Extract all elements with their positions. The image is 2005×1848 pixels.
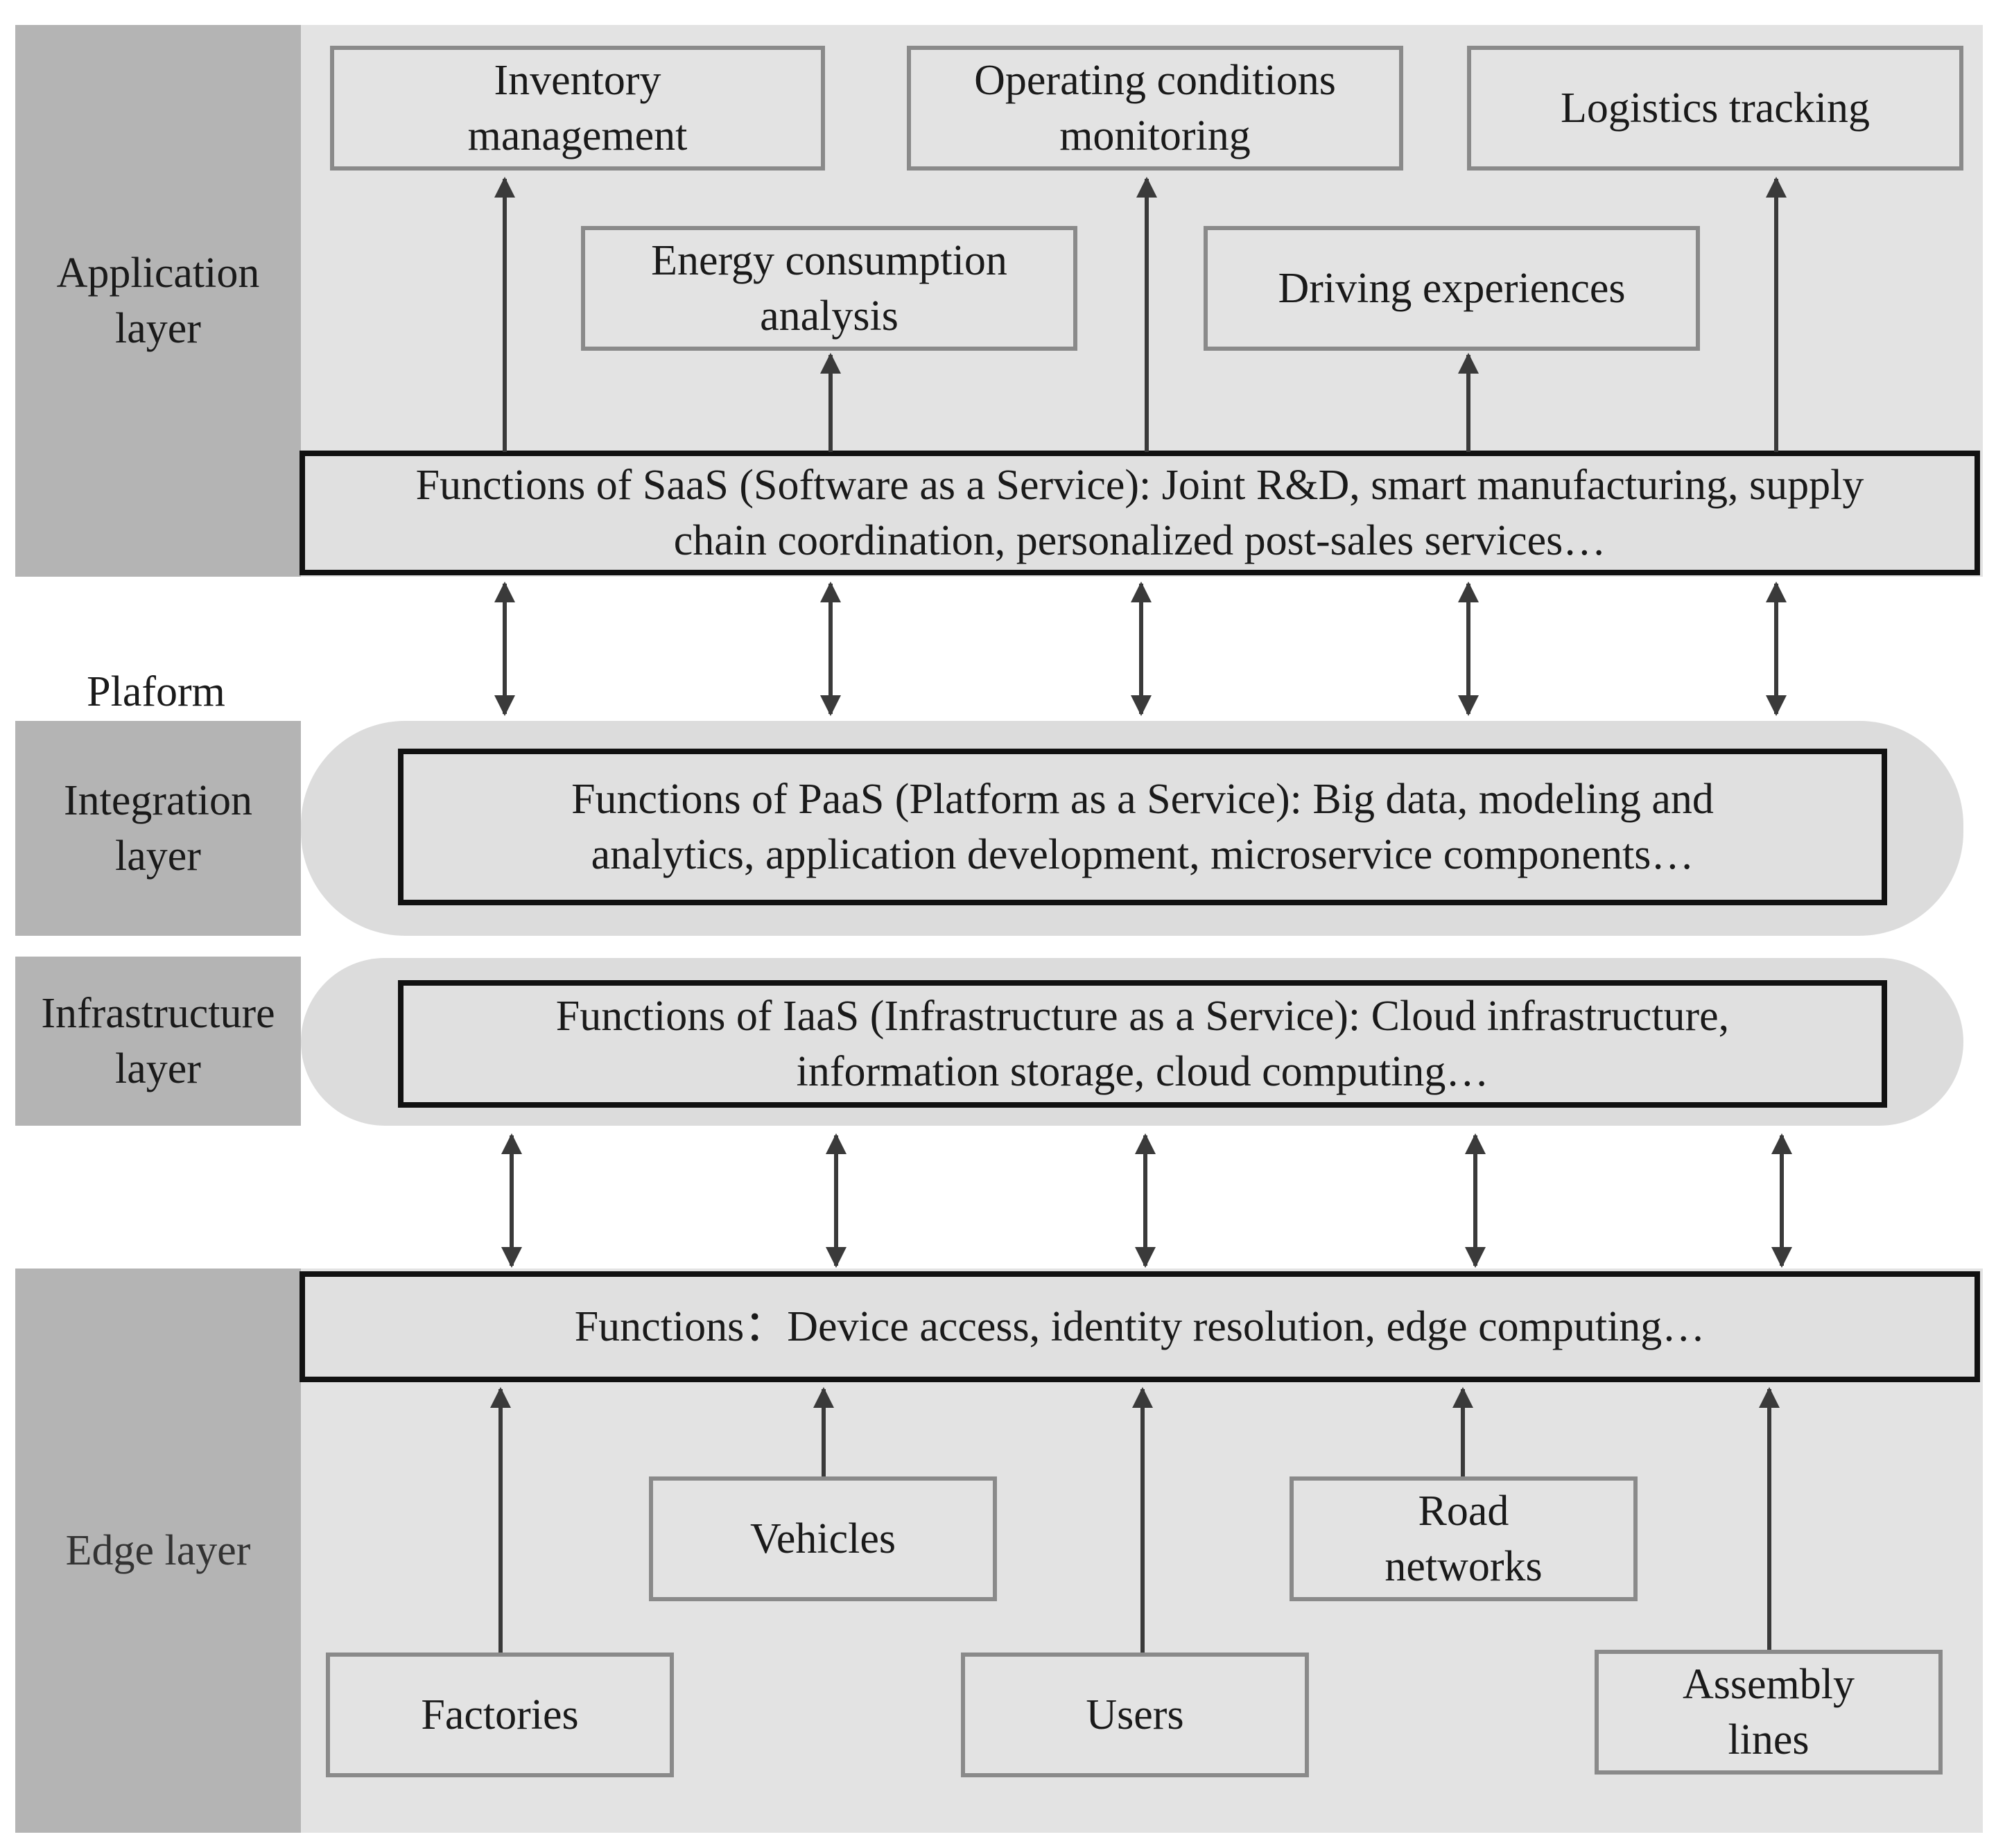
road-networks-box: Road networks — [1290, 1476, 1638, 1601]
energy-consumption-analysis-box: Energy consumption analysis — [581, 226, 1077, 351]
vehicles-box: Vehicles — [649, 1476, 997, 1601]
logistics-tracking-box: Logistics tracking — [1467, 46, 1963, 171]
operating-conditions-monitoring-box: Operating conditions monitoring — [907, 46, 1403, 171]
paas-functions-box: Functions of PaaS (Platform as a Service… — [398, 749, 1887, 905]
application-layer-label: Application layer — [15, 25, 301, 577]
saas-functions-box: Functions of SaaS (Software as a Service… — [300, 451, 1980, 575]
iaas-functions-box: Functions of IaaS (Infrastructure as a S… — [398, 980, 1887, 1108]
factories-box: Factories — [326, 1653, 674, 1777]
infrastructure-layer-label: Infrastructure layer — [15, 957, 301, 1126]
assembly-lines-box: Assembly lines — [1595, 1650, 1943, 1775]
integration-layer-label: Integration layer — [15, 721, 301, 936]
edge-functions-box: Functions：Device access, identity resolu… — [300, 1271, 1980, 1382]
users-box: Users — [961, 1653, 1309, 1777]
inventory-management-box: Inventory management — [330, 46, 825, 171]
driving-experiences-box: Driving experiences — [1204, 226, 1700, 351]
platform-label: Plaform — [87, 668, 225, 715]
edge-layer-label: Edge layer — [15, 1269, 301, 1833]
